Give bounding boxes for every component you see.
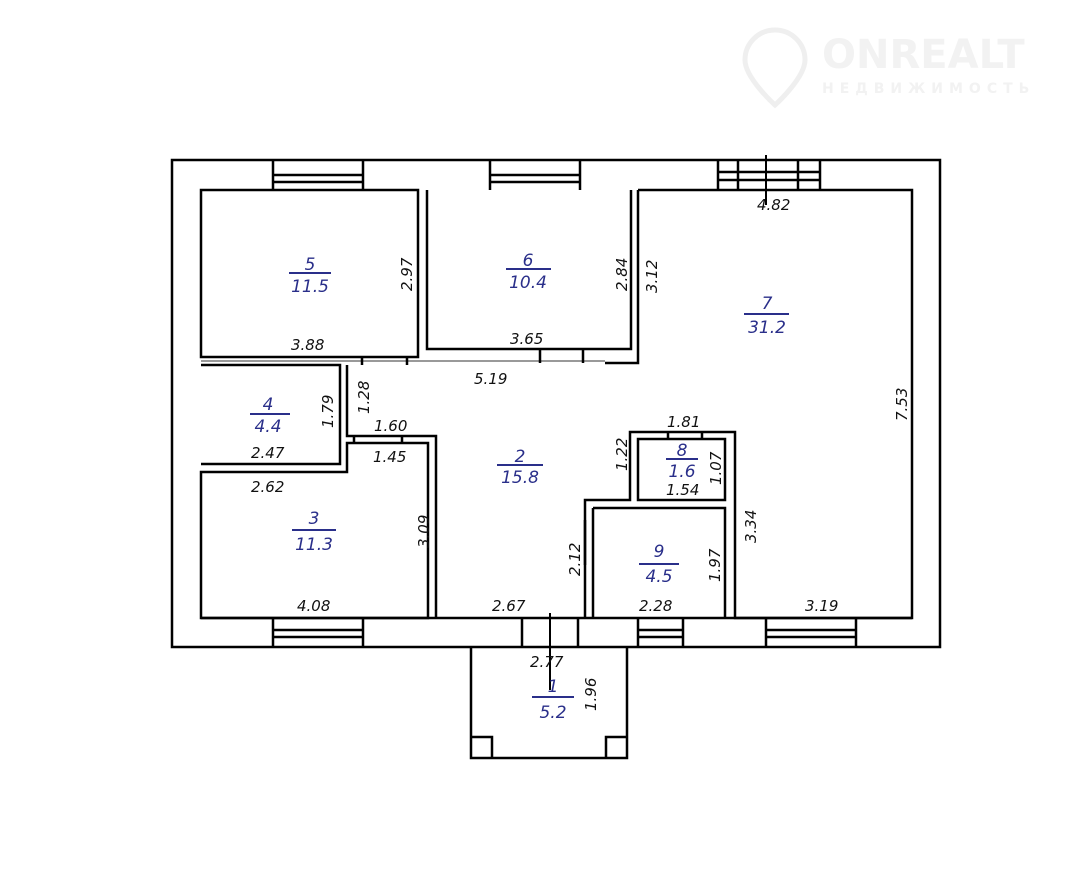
dimension-label: 2.77 bbox=[530, 653, 564, 671]
room-5-area: 11.5 bbox=[291, 277, 329, 297]
dimension-label: 3.65 bbox=[510, 330, 543, 348]
dimension-label: 3.09 bbox=[415, 515, 433, 548]
porch-outline bbox=[469, 647, 629, 760]
dimension-label: 5.19 bbox=[474, 370, 507, 388]
room-1-area: 5.2 bbox=[539, 703, 566, 723]
dimension-label: 2.62 bbox=[251, 478, 284, 496]
dimension-label: 1.28 bbox=[355, 381, 373, 414]
dimension-label: 2.67 bbox=[492, 597, 526, 615]
room-labels: 15.2 215.8 311.3 44.4 511.5 610.4 731.2 … bbox=[250, 251, 789, 723]
dimension-label: 2.28 bbox=[639, 597, 672, 615]
dimension-label: 4.82 bbox=[757, 196, 790, 214]
dimension-labels: 4.82 3.88 3.65 5.19 1.60 1.45 2.47 2.62 … bbox=[251, 196, 911, 711]
room-4-number: 4 bbox=[263, 395, 274, 415]
room-7-area: 31.2 bbox=[748, 318, 786, 338]
svg-text:ONREALT: ONREALT bbox=[822, 32, 1025, 78]
room-2-number: 2 bbox=[515, 447, 526, 467]
room-3-area: 11.3 bbox=[295, 535, 333, 555]
dimension-label: 2.12 bbox=[566, 543, 584, 576]
dimension-label: 3.88 bbox=[291, 336, 324, 354]
dimension-label: 1.60 bbox=[374, 417, 407, 435]
room-8-number: 8 bbox=[677, 441, 688, 461]
dimension-label: 2.47 bbox=[251, 444, 285, 462]
room-3-number: 3 bbox=[309, 509, 320, 529]
dimension-label: 1.79 bbox=[319, 395, 337, 428]
room-5-number: 5 bbox=[305, 255, 316, 275]
room-9-number: 9 bbox=[654, 542, 665, 562]
dimension-label: 3.19 bbox=[805, 597, 838, 615]
svg-text:НЕДВИЖИМОСТЬ: НЕДВИЖИМОСТЬ bbox=[822, 81, 1035, 97]
room-7-number: 7 bbox=[762, 294, 773, 314]
room-9-outline bbox=[591, 506, 727, 618]
room-1-number: 1 bbox=[548, 677, 559, 697]
dimension-label: 1.45 bbox=[373, 448, 406, 466]
dimension-label: 7.53 bbox=[893, 388, 911, 421]
room-4-area: 4.4 bbox=[254, 417, 281, 437]
dimension-label: 1.54 bbox=[666, 481, 699, 499]
room-6-number: 6 bbox=[523, 251, 534, 271]
onrealt-logo: ONREALT НЕДВИЖИМОСТЬ bbox=[742, 27, 1035, 109]
windows bbox=[271, 160, 858, 647]
room-8-area: 1.6 bbox=[668, 462, 695, 482]
room-2-area: 15.8 bbox=[501, 468, 539, 488]
dimension-label: 1.22 bbox=[613, 438, 631, 471]
dimension-label: 3.12 bbox=[643, 260, 661, 293]
room-6-outline bbox=[425, 190, 633, 351]
room-8-outline bbox=[636, 437, 727, 502]
dimension-label: 2.84 bbox=[613, 258, 631, 291]
dimension-label: 1.07 bbox=[707, 451, 725, 485]
dimension-label: 1.96 bbox=[582, 678, 600, 711]
room-4-outline bbox=[201, 363, 342, 466]
room-9-area: 4.5 bbox=[645, 567, 672, 587]
dimension-label: 1.97 bbox=[706, 548, 724, 582]
room-5-outline bbox=[199, 188, 420, 359]
dimension-label: 3.34 bbox=[742, 510, 760, 543]
dimension-label: 4.08 bbox=[297, 597, 330, 615]
room-6-area: 10.4 bbox=[509, 273, 547, 293]
room-7-outline bbox=[583, 188, 914, 620]
dimension-label: 1.81 bbox=[667, 413, 700, 431]
dimension-label: 2.97 bbox=[398, 257, 416, 291]
outer-wall bbox=[170, 158, 942, 649]
